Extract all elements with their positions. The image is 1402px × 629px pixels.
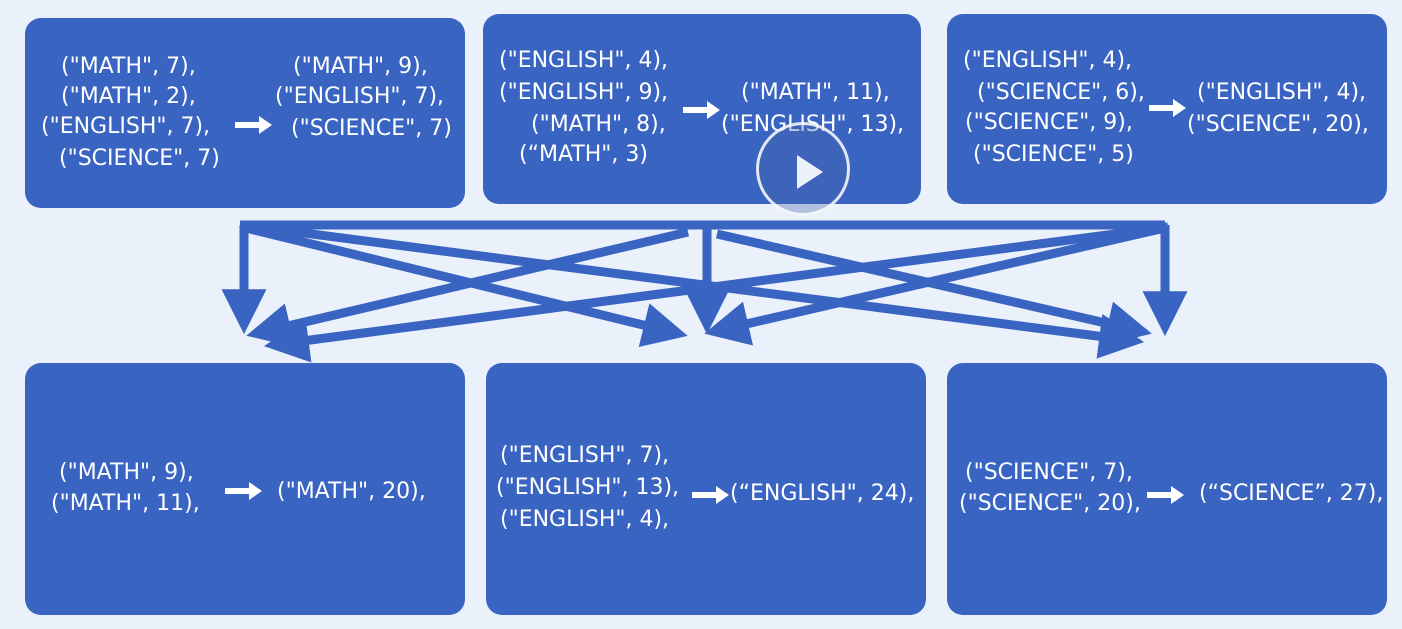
reduce-3-output: (“SCIENCE”, 27), [1199, 481, 1384, 506]
map-3-input: ("SCIENCE", 9), [965, 110, 1133, 135]
shuffle-arrow [246, 227, 690, 348]
map-2-output: ("MATH", 11), [741, 80, 890, 105]
reduce-2-input: ("ENGLISH", 13), [496, 475, 680, 500]
map-box-3: ("ENGLISH", 4), ("SCIENCE", 6), ("SCIENC… [947, 14, 1387, 204]
shuffle-arrow [249, 221, 1145, 359]
map-1-output: ("ENGLISH", 7), [275, 84, 445, 109]
map-1-input: ("SCIENCE", 7) [59, 146, 220, 171]
reduce-2-input: ("ENGLISH", 4), [500, 507, 670, 532]
map-box-1: ("MATH", 7), ("MATH", 2), ("ENGLISH", 7)… [25, 18, 465, 208]
map-2-input: ("ENGLISH", 4), [499, 48, 669, 73]
map-3-output: ("SCIENCE", 20), [1187, 112, 1369, 137]
map-2-input: ("ENGLISH", 9), [499, 80, 669, 105]
map-1-output: ("SCIENCE", 7) [291, 116, 452, 141]
right-arrow-icon [225, 482, 262, 500]
reduce-1-input: ("MATH", 9), [59, 460, 194, 485]
reduce-3-input: ("SCIENCE", 20), [959, 491, 1141, 516]
reduce-box-1: ("MATH", 9), ("MATH", 11), ("MATH", 20), [25, 363, 465, 615]
reduce-1-output: ("MATH", 20), [277, 479, 426, 504]
map-2-input: ("MATH", 8), [531, 112, 666, 137]
map-1-input: ("ENGLISH", 7), [41, 114, 211, 139]
map-1-output: ("MATH", 9), [293, 54, 428, 79]
shuffle-arrow [263, 222, 1169, 363]
right-arrow-icon [1147, 486, 1184, 504]
play-icon[interactable] [756, 122, 850, 216]
map-3-output: ("ENGLISH", 4), [1197, 80, 1367, 105]
reduce-box-3: ("SCIENCE", 7), ("SCIENCE", 20), (“SCIEN… [947, 363, 1387, 615]
shuffle-arrow [704, 223, 1167, 346]
map-1-input: ("MATH", 2), [61, 84, 196, 109]
map-3-input: ("ENGLISH", 4), [963, 48, 1133, 73]
play-triangle [797, 155, 823, 189]
map-3-input: ("SCIENCE", 6), [977, 80, 1145, 105]
right-arrow-icon [235, 116, 272, 134]
right-arrow-icon [1149, 99, 1186, 117]
right-arrow-icon [692, 486, 729, 504]
map-1-input: ("MATH", 7), [61, 54, 196, 79]
reduce-2-output: (“ENGLISH", 24), [730, 481, 915, 506]
map-2-input: (“MATH", 3) [519, 142, 648, 167]
reduce-2-input: ("ENGLISH", 7), [500, 443, 670, 468]
right-arrow-icon [683, 101, 720, 119]
reduce-box-2: ("ENGLISH", 7), ("ENGLISH", 13), ("ENGLI… [486, 363, 926, 615]
map-box-2: ("ENGLISH", 4), ("ENGLISH", 9), ("MATH",… [483, 14, 921, 204]
map-3-input: ("SCIENCE", 5) [973, 142, 1134, 167]
shuffle-arrow [244, 223, 688, 348]
reduce-1-input: ("MATH", 11), [51, 491, 200, 516]
reduce-3-input: ("SCIENCE", 7), [965, 460, 1133, 485]
